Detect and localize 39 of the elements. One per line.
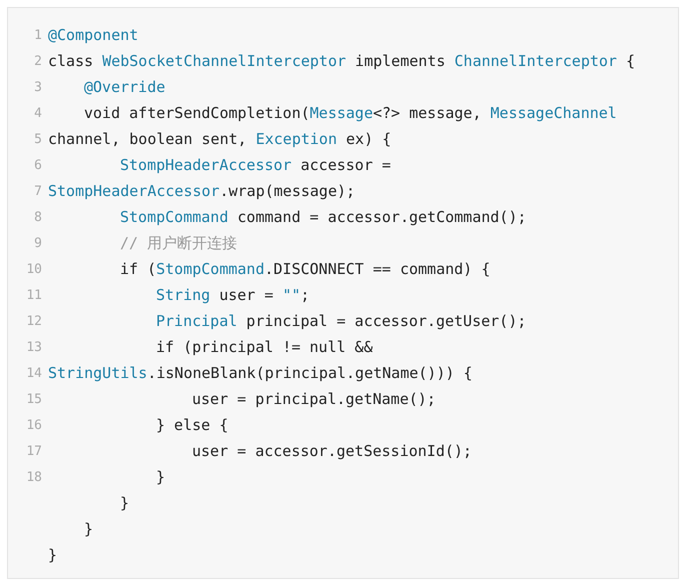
line-number: 7: [33, 184, 42, 199]
code-line: user = accessor.getSessionId();: [192, 442, 472, 460]
code-line: StringUtils.isNoneBlank(principal.getName())) {: [48, 364, 472, 382]
code-line: if (StompCommand.DISCONNECT == command) {: [120, 260, 490, 278]
code-line: class WebSocketChannelInterceptor implements ChannelInterceptor {: [48, 52, 636, 70]
line-number: 10: [25, 262, 42, 277]
line-number: 14: [25, 366, 42, 381]
code-line: String user = "";: [156, 286, 310, 304]
line-number: 11: [25, 288, 42, 303]
code-line: @Override: [84, 78, 166, 96]
code-line: }: [120, 494, 130, 512]
line-number: 16: [25, 418, 42, 433]
code-line: if (principal != null &&: [156, 338, 373, 356]
code-line: user = principal.getName();: [192, 390, 436, 408]
line-number: 8: [33, 210, 42, 225]
code-line: }: [48, 546, 58, 564]
line-number: 5: [33, 132, 42, 147]
code-line: Principal principal = accessor.getUser();: [156, 312, 526, 330]
line-number: 13: [25, 340, 42, 355]
code-line: } else {: [156, 416, 228, 434]
line-number: 9: [33, 236, 42, 251]
code-line: StompCommand command = accessor.getCommand();: [120, 208, 526, 226]
code-line: StompHeaderAccessor accessor =: [120, 156, 391, 174]
line-number: 1: [33, 28, 42, 43]
line-number: 18: [25, 470, 42, 485]
code-line: StompHeaderAccessor.wrap(message);: [48, 182, 356, 200]
line-number: 6: [33, 158, 42, 173]
code-line: void afterSendCompletion(Message<?> message, MessageChannel: [84, 104, 617, 122]
code-line: // 用户断开连接: [120, 234, 238, 253]
code-line: @Component: [48, 26, 138, 44]
line-number: 15: [25, 392, 42, 407]
line-number: 2: [33, 54, 42, 69]
line-number: 3: [33, 80, 42, 95]
line-number: 4: [33, 106, 42, 121]
code-line: channel, boolean sent, Exception ex) {: [48, 130, 392, 148]
code-line: }: [156, 468, 166, 486]
code-line: }: [84, 520, 94, 538]
line-number: 17: [25, 444, 42, 459]
line-number: 12: [25, 314, 42, 329]
